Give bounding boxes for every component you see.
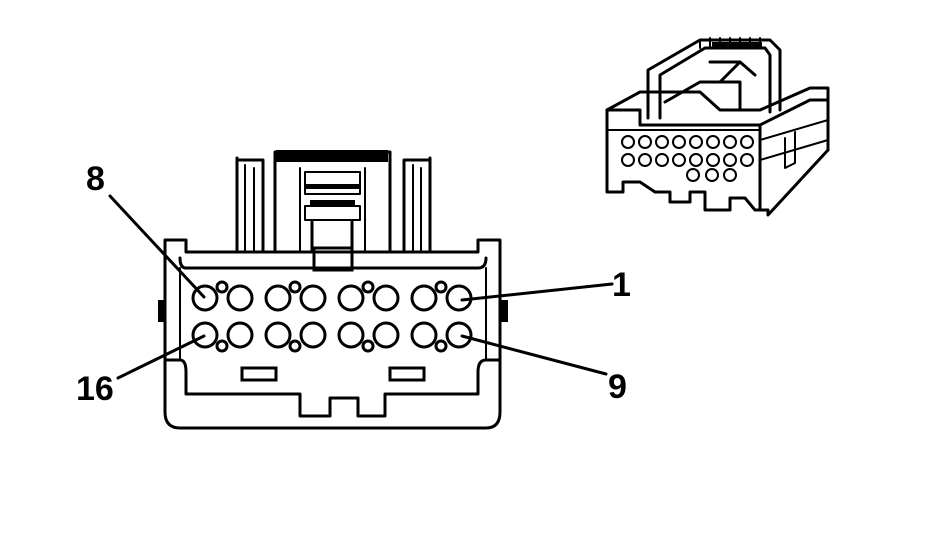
cavity-7 [226, 284, 254, 312]
leader-line-16 [116, 334, 206, 380]
leader-line-9 [460, 334, 608, 376]
connector-front-view: 8 1 16 9 [76, 150, 631, 430]
cavity-10 [410, 321, 438, 349]
cavity-3 [372, 284, 400, 312]
pin-label-16: 16 [76, 370, 114, 408]
cavity-15 [226, 321, 254, 349]
cavity-13 [299, 321, 327, 349]
cavity-2 [410, 284, 438, 312]
cavity-6 [264, 284, 292, 312]
connector-body [158, 238, 508, 430]
cavity-row-top [191, 280, 473, 312]
leader-line-8 [108, 194, 206, 299]
cavity-5 [299, 284, 327, 312]
connector-isometric-view [605, 37, 830, 217]
leader-lines [108, 194, 614, 380]
pin-label-8: 8 [86, 160, 105, 198]
cavity-14 [264, 321, 292, 349]
cavity-row-bottom [191, 321, 473, 353]
cavity-12 [337, 321, 365, 349]
cavity-9 [445, 321, 473, 349]
iso-cavities [621, 135, 754, 182]
leader-line-1 [460, 282, 614, 302]
pin-label-1: 1 [612, 266, 631, 304]
pin-label-9: 9 [608, 368, 627, 406]
cavity-11 [372, 321, 400, 349]
cavity-4 [337, 284, 365, 312]
